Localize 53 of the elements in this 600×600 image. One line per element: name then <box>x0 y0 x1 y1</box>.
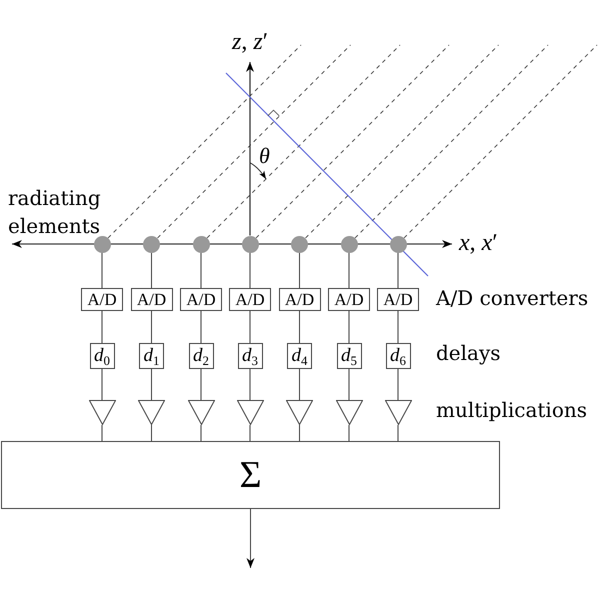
delay-box: d$_{4}$ <box>287 343 312 369</box>
axis-label: x, x′ <box>459 230 498 256</box>
element-dot <box>390 236 406 252</box>
signal-line <box>200 368 202 400</box>
multiplier-triangle <box>336 400 362 425</box>
multiplier-triangle <box>286 400 313 425</box>
signal-line <box>299 368 300 400</box>
signal-line <box>151 310 152 344</box>
signal-line <box>151 252 152 288</box>
signal-line <box>200 424 202 442</box>
summing-box: Σ <box>1 441 500 509</box>
signal-line <box>348 310 350 344</box>
converter-box: A/D <box>130 288 172 311</box>
signal-line <box>299 310 300 344</box>
element-dot <box>94 236 110 252</box>
signal-line <box>200 252 202 288</box>
signal-line <box>299 252 300 288</box>
delay-box: d$_{6}$ <box>386 343 410 369</box>
element-dot <box>143 236 160 252</box>
converter-box: A/D <box>180 288 222 311</box>
delay-box: d$_{2}$ <box>188 343 214 369</box>
element-dot <box>291 236 308 252</box>
converter-box: A/D <box>328 288 370 311</box>
element-dot <box>242 236 258 252</box>
multiplier-triangle <box>384 400 412 425</box>
delay-box: d$_{1}$ <box>139 343 164 369</box>
converter-box: A/D <box>278 288 320 311</box>
signal-line <box>299 424 300 442</box>
converter-box: A/D <box>229 288 271 311</box>
signal-line <box>151 368 152 400</box>
axis-label: z, z′ <box>232 29 268 56</box>
row-label: A/D converters <box>436 287 588 309</box>
multiplier-triangle <box>236 400 264 425</box>
signal-line <box>151 424 152 442</box>
element-dot <box>192 236 210 252</box>
multiplier-triangle <box>138 400 165 425</box>
row-label: multiplications <box>436 399 588 421</box>
delay-box: d$_{3}$ <box>238 343 262 369</box>
multiplier-triangle <box>88 400 116 425</box>
angle-label: θ <box>259 144 270 168</box>
signal-line <box>348 252 350 288</box>
multiplier-triangle <box>188 400 214 425</box>
signal-line <box>200 310 202 344</box>
delay-box: d$_{5}$ <box>336 343 362 369</box>
element-label: radiating elements <box>8 185 102 240</box>
signal-line <box>348 424 350 442</box>
converter-box: A/D <box>377 288 419 311</box>
delay-box: d$_{0}$ <box>90 343 114 369</box>
element-dot <box>340 236 358 252</box>
arrow <box>246 508 254 568</box>
row-label: delays <box>436 342 501 364</box>
converter-box: A/D <box>81 288 123 311</box>
signal-line <box>348 368 350 400</box>
